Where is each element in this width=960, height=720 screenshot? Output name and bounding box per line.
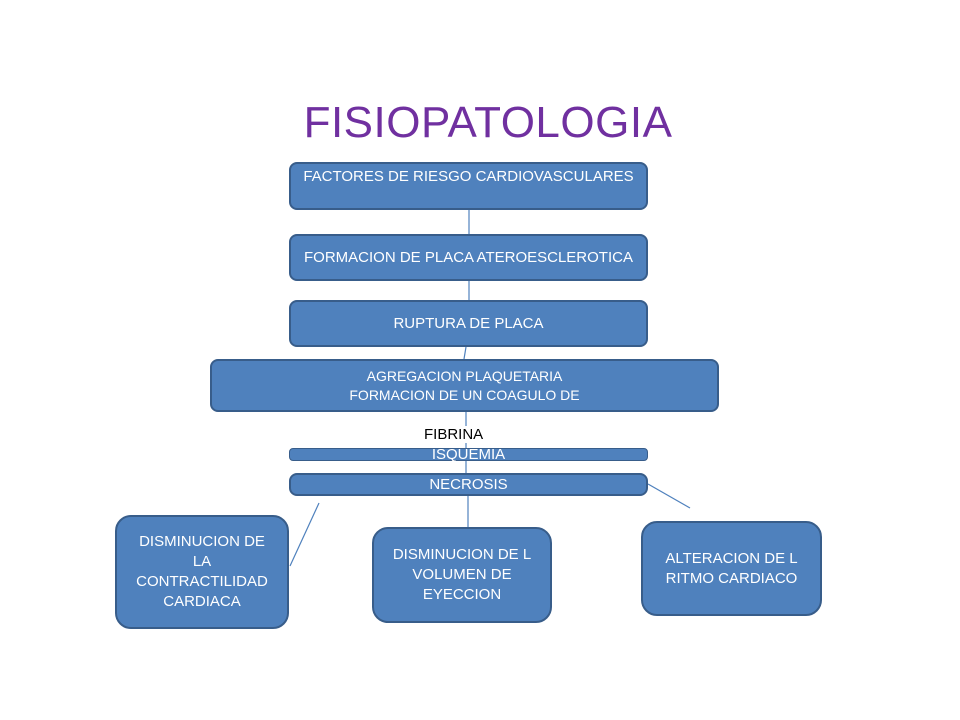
node-necrosis-label: NECROSIS (429, 475, 508, 493)
fibrina-label: FIBRINA (422, 426, 486, 443)
node-plaque-formation-label: FORMACION DE PLACA ATEROESCLEROTICA (304, 248, 633, 266)
connector-necrosis-to-rhythm (647, 483, 691, 509)
node-rhythm-label: ALTERACION DE L RITMO CARDIACO (665, 549, 798, 587)
node-altered-rhythm: ALTERACION DE L RITMO CARDIACO (641, 521, 822, 616)
node-decreased-contractility: DISMINUCION DE LA CONTRACTILIDAD CARDIAC… (115, 515, 289, 629)
node-plaque-formation: FORMACION DE PLACA ATEROESCLEROTICA (289, 234, 648, 281)
node-aggregation-line2: FORMACION DE UN COAGULO DE (349, 386, 580, 403)
node-necrosis: NECROSIS (289, 473, 648, 496)
node-ejection-volume-label: DISMINUCION DE L VOLUMEN DE EYECCION (392, 546, 532, 603)
node-ischemia-label: ISQUEMIA (431, 446, 506, 463)
node-risk-factors-label: FACTORES DE RIESGO CARDIOVASCULARES (303, 168, 634, 185)
node-risk-factors: FACTORES DE RIESGO CARDIOVASCULARES (289, 162, 648, 210)
connector-necrosis-to-contractility (289, 502, 320, 567)
node-contractility-label: DISMINUCION DE LA CONTRACTILIDAD CARDIAC… (136, 533, 268, 610)
node-aggregation-line1: AGREGACION PLAQUETARIA (366, 367, 563, 384)
node-ischemia: ISQUEMIA (289, 446, 648, 463)
page-title: FISIOPATOLOGIA (303, 98, 673, 147)
node-decreased-ejection-volume: DISMINUCION DE L VOLUMEN DE EYECCION (372, 527, 552, 623)
node-plaque-rupture: RUPTURA DE PLACA (289, 300, 648, 347)
connector-rupture-to-aggregation (463, 346, 467, 360)
node-platelet-aggregation: AGREGACION PLAQUETARIA FORMACION DE UN C… (210, 359, 719, 412)
node-plaque-rupture-label: RUPTURA DE PLACA (393, 314, 544, 332)
